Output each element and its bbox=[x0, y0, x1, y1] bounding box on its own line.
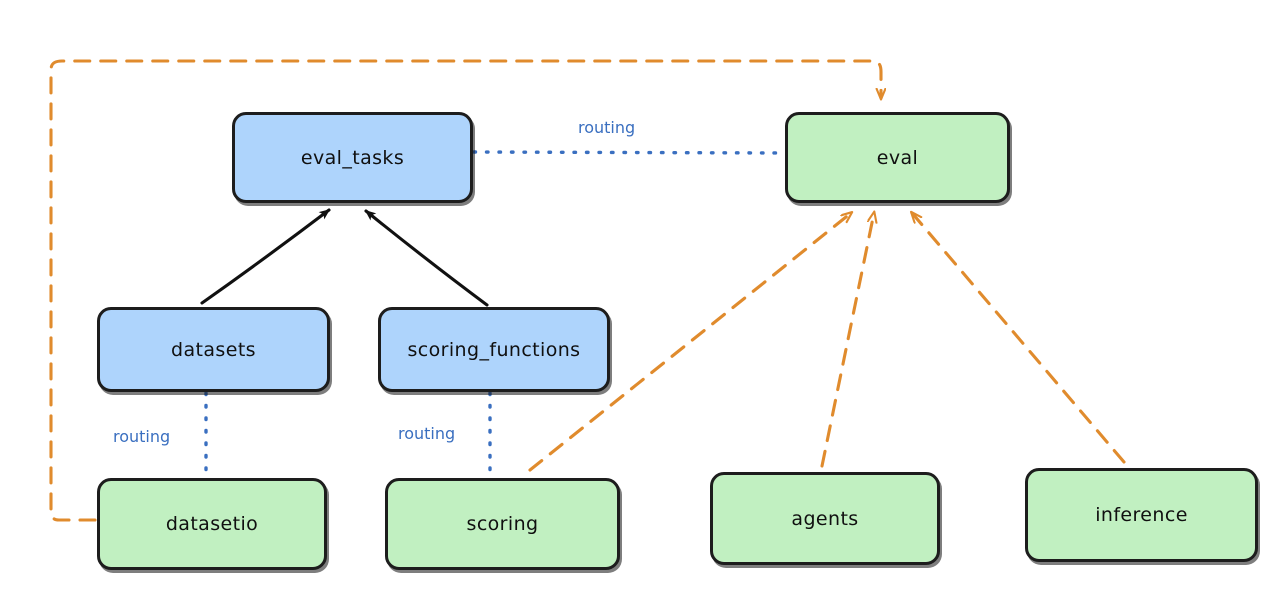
edge-scoring-functions-to-eval-tasks bbox=[364, 209, 489, 307]
edge-label-routing-eval-tasks-eval: routing bbox=[578, 118, 636, 137]
edge-agents-to-eval bbox=[820, 213, 874, 468]
node-label: scoring_functions bbox=[407, 338, 581, 361]
edge-label-routing-scoring-functions-scoring: routing bbox=[398, 424, 456, 443]
node-label: datasetio bbox=[165, 513, 259, 535]
node-label: eval_tasks bbox=[300, 146, 405, 169]
edge-datasets-to-eval-tasks bbox=[200, 208, 331, 305]
node-eval[interactable]: eval bbox=[785, 112, 1010, 203]
node-eval-tasks[interactable]: eval_tasks bbox=[232, 112, 473, 203]
node-label: scoring bbox=[466, 513, 539, 535]
edge-eval-tasks-to-eval-routing bbox=[472, 150, 786, 155]
node-label: inference bbox=[1095, 504, 1188, 526]
node-inference[interactable]: inference bbox=[1025, 468, 1258, 562]
node-scoring[interactable]: scoring bbox=[385, 478, 620, 570]
node-agents[interactable]: agents bbox=[710, 472, 940, 565]
node-label: datasets bbox=[171, 338, 256, 361]
node-scoring-functions[interactable]: scoring_functions bbox=[378, 307, 610, 392]
node-datasetio[interactable]: datasetio bbox=[97, 478, 327, 570]
node-label: eval bbox=[876, 146, 919, 169]
edge-scoring-to-eval bbox=[528, 213, 851, 472]
node-datasets[interactable]: datasets bbox=[97, 307, 330, 392]
edge-datasetio-to-eval bbox=[49, 59, 881, 522]
node-label: agents bbox=[791, 507, 859, 530]
edge-label-routing-datasets-datasetio: routing bbox=[113, 427, 171, 446]
edge-inference-to-eval bbox=[912, 213, 1126, 464]
